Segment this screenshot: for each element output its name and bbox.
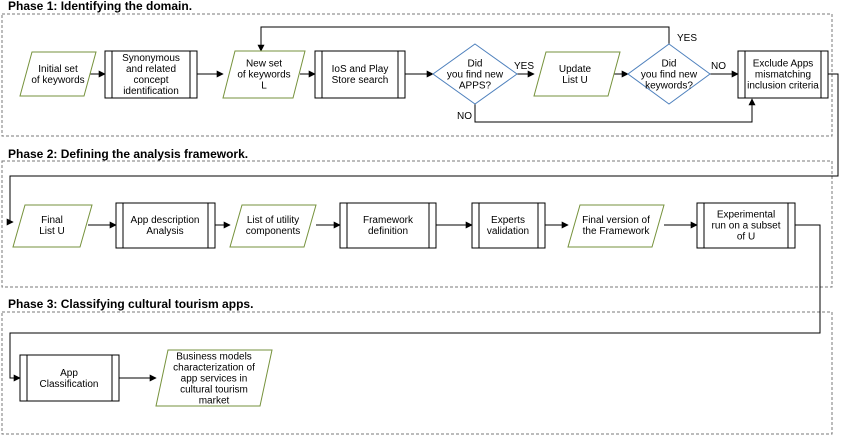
node-label-line: Business models [176, 352, 252, 363]
node-label-line: the Framework [583, 226, 651, 237]
node-label-line: Experimental [717, 210, 775, 221]
node-label-line: Exclude Apps [753, 59, 814, 70]
node-label-line: L [261, 81, 267, 92]
node-label-line: identification [123, 86, 179, 97]
node-label-line: of U [737, 232, 755, 243]
node-label-line: Synonymous [122, 53, 180, 64]
node-label-line: App [60, 368, 78, 379]
node-label-line: of keywords [31, 75, 84, 86]
node-label-line: keywords? [645, 81, 693, 92]
node-label-line: components [246, 226, 300, 237]
node-label-line: inclusion criteria [747, 81, 819, 92]
node-label-line: Store search [332, 75, 389, 86]
node-label-line: you find new [447, 70, 504, 81]
edge-experimental-to-classification [9, 224, 821, 382]
node-label-line: validation [487, 226, 529, 237]
phase-1-box [1, 13, 833, 137]
node-label-line: of keywords [237, 70, 290, 81]
node-label-line: List of utility [247, 215, 299, 226]
node-label-line: List U [562, 75, 588, 86]
node-label-line: Did [661, 59, 676, 70]
edge-decision-keywords-yes-loop [257, 26, 670, 52]
edge-decision-apps-no-loop [474, 98, 756, 123]
node-label-line: New set [246, 59, 282, 70]
node-label-line: Final version of [582, 215, 650, 226]
node-label-line: Did [467, 59, 482, 70]
label-no-apps: NO [457, 111, 472, 122]
node-label-line: you find new [641, 70, 698, 81]
label-no-keywords: NO [711, 61, 726, 72]
node-label-line: Classification [40, 379, 99, 390]
node-label-line: run on a subset [712, 221, 781, 232]
node-label-line: definition [368, 226, 408, 237]
node-label-line: Update [559, 64, 592, 75]
phase-2-box [1, 160, 833, 288]
phase-2-title: Phase 2: Defining the analysis framework… [8, 147, 248, 161]
node-label-line: cultural tourism [180, 385, 248, 396]
node-label-line: and related [126, 64, 176, 75]
node-label-line: concept [133, 75, 168, 86]
node-label-line: Final [41, 215, 63, 226]
node-label-line: List U [39, 226, 65, 237]
node-label-line: IoS and Play [332, 64, 389, 75]
node-label-line: mismatching [755, 70, 811, 81]
label-yes-keywords: YES [677, 33, 697, 44]
node-label-line: Experts [491, 215, 525, 226]
edge-exclude-to-final-list [6, 73, 839, 226]
node-label-line: app services in [181, 374, 248, 385]
node-label-line: APPS? [459, 81, 492, 92]
node-label-line: App description [131, 215, 200, 226]
node-label-line: Framework [363, 215, 414, 226]
node-label-line: market [199, 396, 230, 407]
label-yes-apps: YES [514, 61, 534, 72]
node-label-line: Analysis [146, 226, 183, 237]
phase-1-title: Phase 1: Identifying the domain. [8, 0, 192, 13]
phase-3-title: Phase 3: Classifying cultural tourism ap… [8, 297, 253, 311]
node-label-line: characterization of [173, 363, 255, 374]
node-label-line: Initial set [38, 64, 78, 75]
phase-3-box [1, 311, 833, 435]
